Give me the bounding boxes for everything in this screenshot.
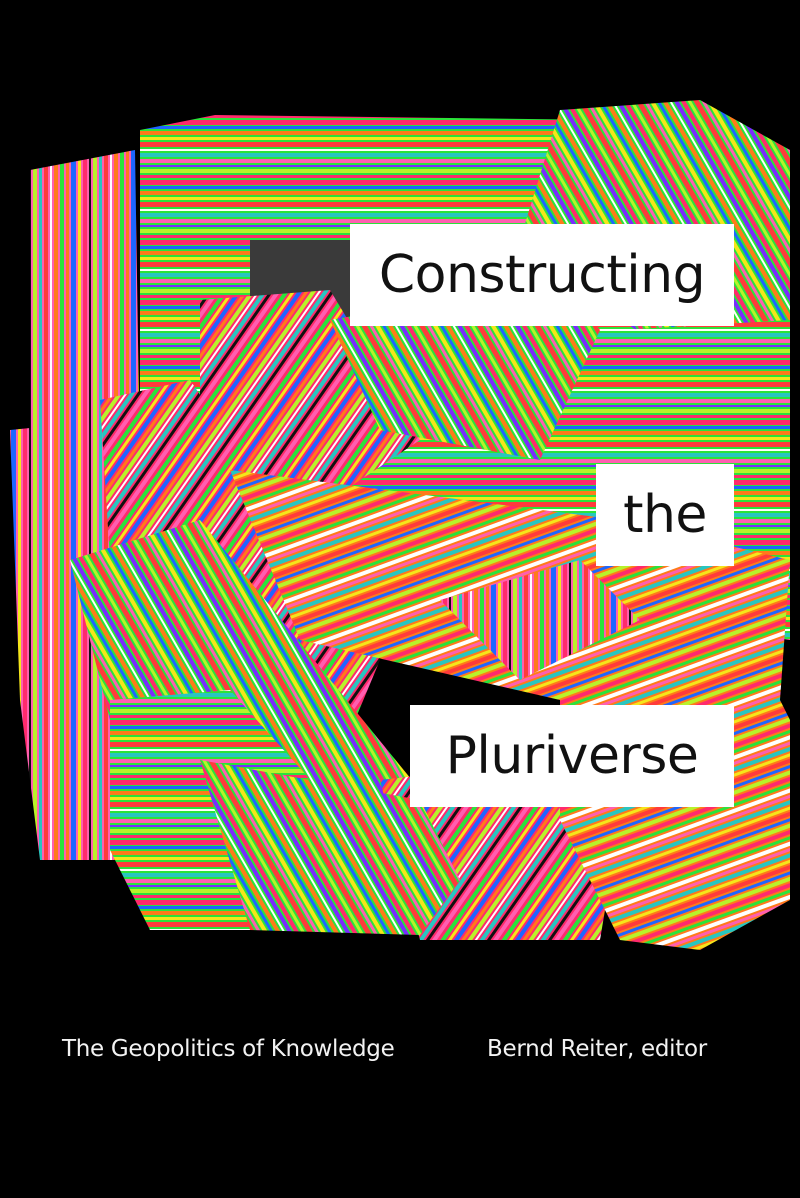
title-line-3-text: Pluriverse xyxy=(445,726,699,786)
title-line-3: Pluriverse xyxy=(410,705,734,807)
title-line-1-text: Constructing xyxy=(378,245,706,305)
editor-name: Bernd Reiter, editor xyxy=(487,1036,707,1062)
title-line-2-text: the xyxy=(623,485,707,545)
title-line-2: the xyxy=(596,464,734,566)
title-line-1: Constructing xyxy=(350,224,734,326)
series-title: The Geopolitics of Knowledge xyxy=(62,1036,395,1062)
